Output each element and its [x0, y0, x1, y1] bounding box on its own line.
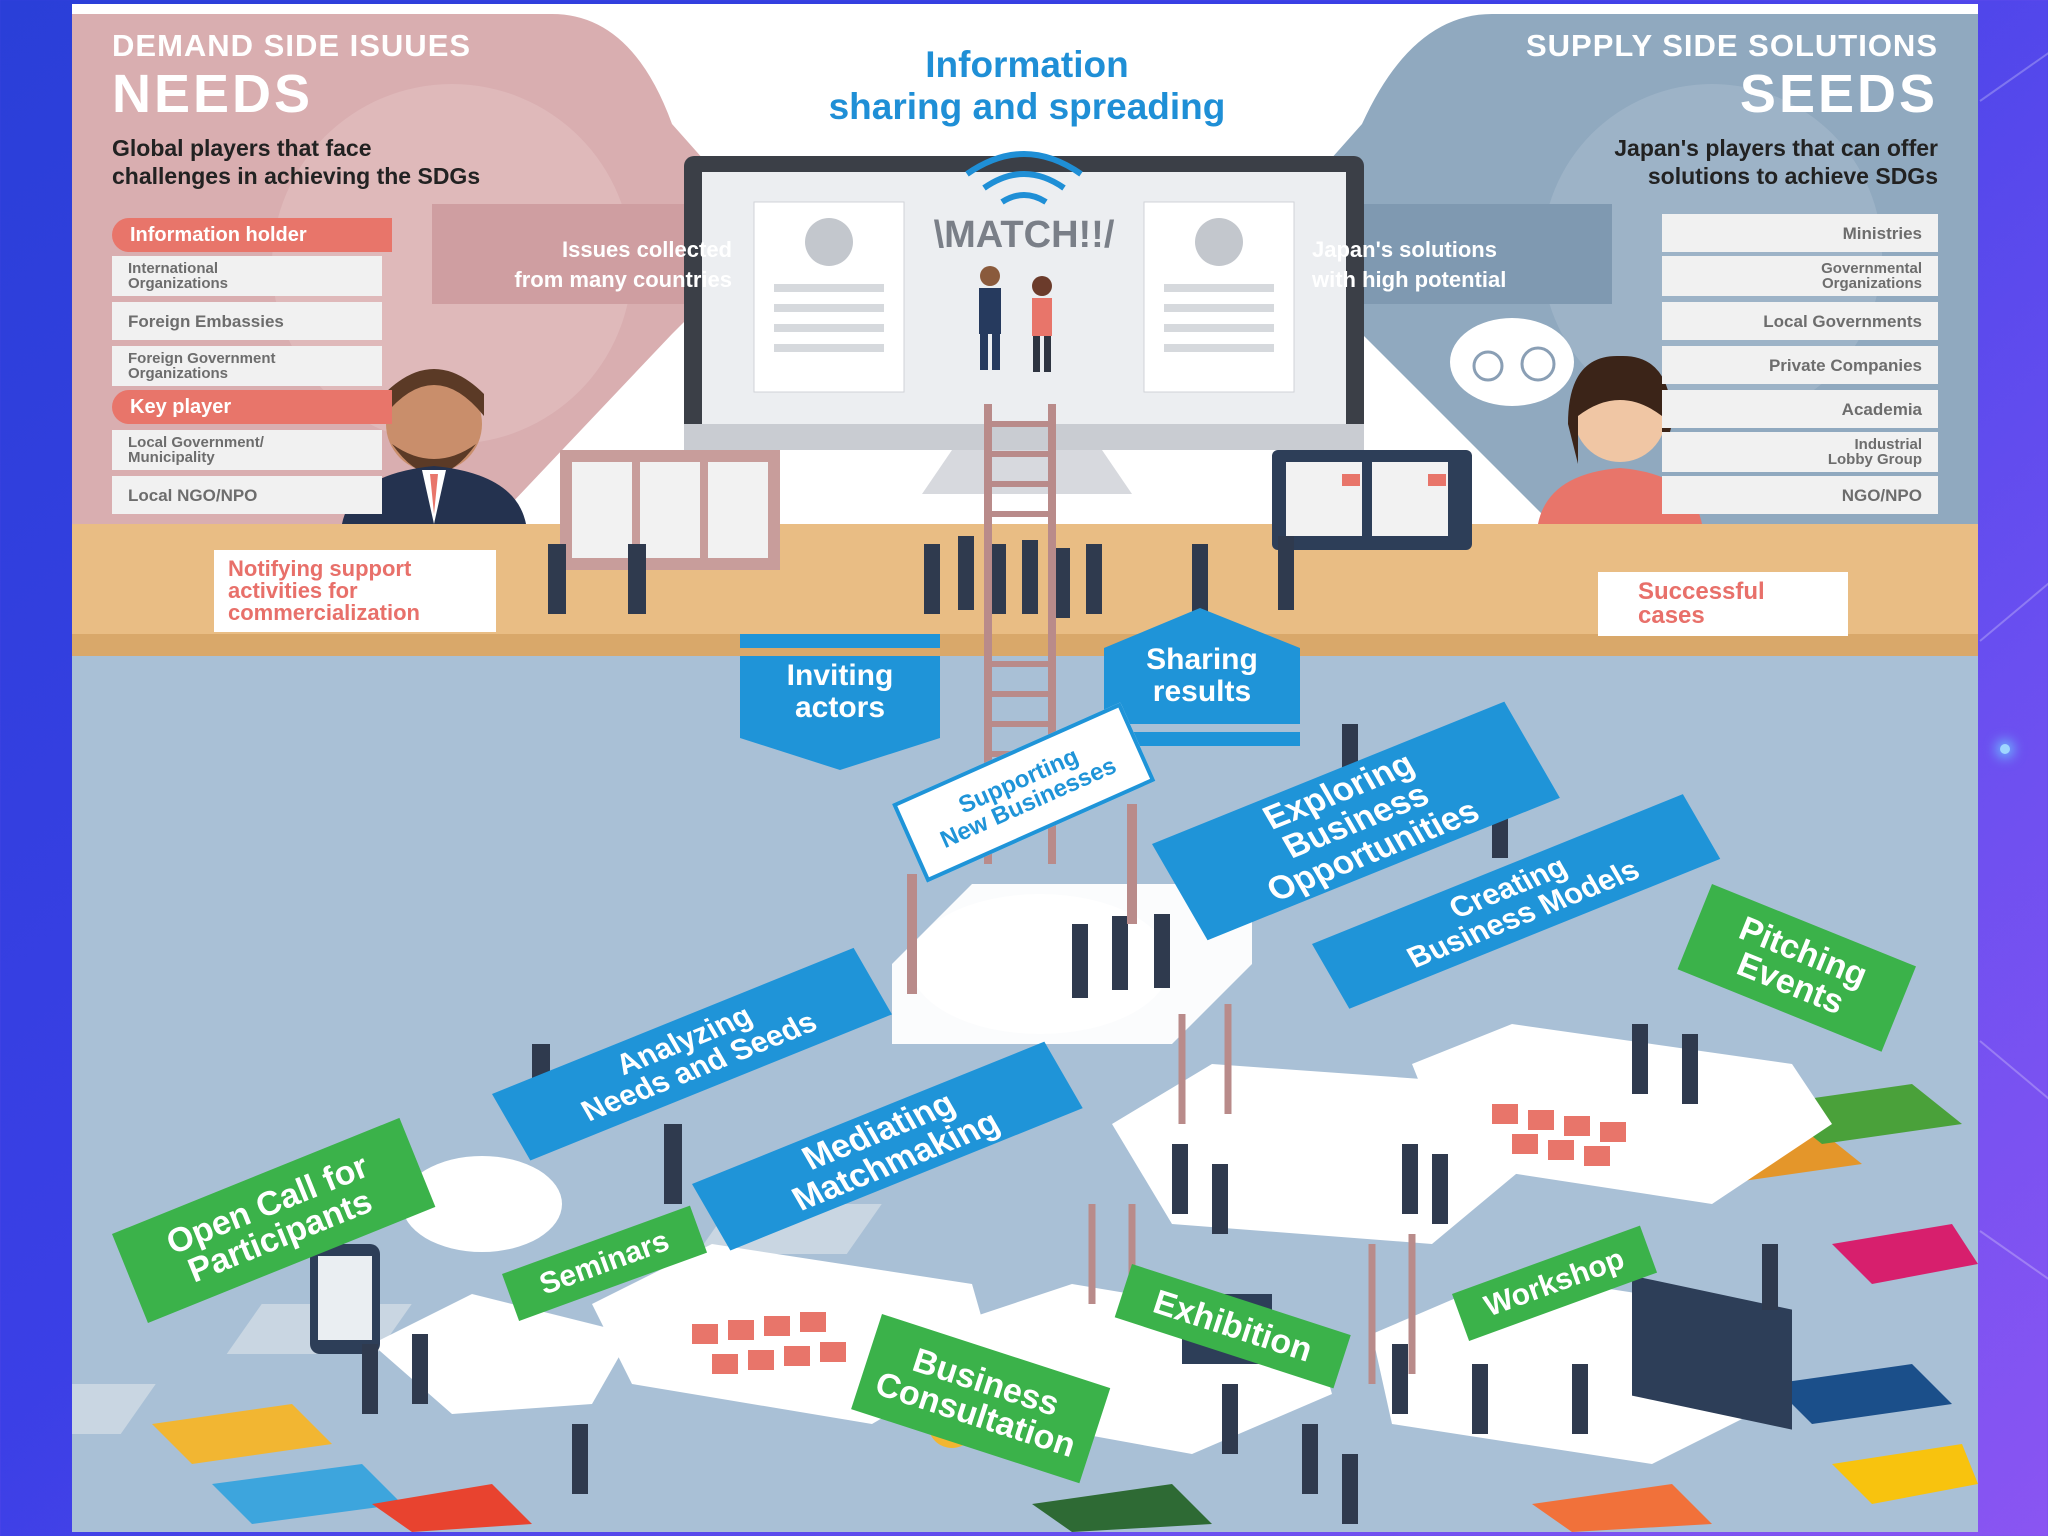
monitor-stand	[922, 450, 1132, 494]
infographic-scene	[72, 4, 1978, 1532]
platform-opencall	[372, 1294, 632, 1414]
seeds-description-line1: Japan's players that can offer	[1614, 135, 1938, 161]
thought-bubble	[1450, 318, 1574, 406]
seeds-player-item: Local Governments	[1662, 302, 1938, 340]
sdg-tile	[1832, 1224, 1978, 1284]
deco-line	[1979, 563, 2048, 642]
platform-pitching	[1412, 1024, 1832, 1204]
pitch-screen	[1632, 1275, 1792, 1430]
sdg-tile	[1532, 1484, 1712, 1532]
audience-chairs	[692, 1104, 1626, 1374]
sharing-bar	[1104, 732, 1300, 746]
inviting-bar	[740, 634, 940, 648]
sparkle-icon	[2000, 744, 2010, 754]
needs-description-line1: Global players that face	[112, 135, 372, 161]
cloud-icon	[402, 1156, 562, 1252]
deco-line	[1979, 1040, 2048, 1119]
seeds-player-item: NGO/NPO	[1662, 476, 1938, 514]
seeds-heading-big: SEEDS	[1739, 64, 1938, 124]
center-title-line2: sharing and spreading	[828, 86, 1226, 127]
seeds-player-item: Academia	[1662, 390, 1938, 428]
person-icon	[980, 266, 1000, 286]
sdg-tile	[372, 1484, 532, 1532]
match-text: \MATCH!!/	[933, 214, 1115, 256]
info-holder-tag: Information holder	[112, 218, 392, 252]
infographic-panel: DEMAND SIDE ISUUES NEEDS Global players …	[72, 4, 1978, 1532]
atom-icon	[1520, 346, 1556, 382]
sdg-tile	[1772, 1364, 1952, 1424]
deco-line	[1979, 1230, 2048, 1301]
sdg-tile	[1032, 1484, 1212, 1532]
sdg-tile	[152, 1404, 332, 1464]
sdg-tile	[212, 1464, 402, 1524]
key-player-tag: Key player	[112, 390, 392, 424]
platform-round	[910, 894, 1170, 1034]
inviting-arrow	[740, 656, 940, 770]
avatar-icon	[1195, 218, 1243, 266]
inviting-label: Inviting actors	[786, 659, 894, 724]
needs-heading-small: DEMAND SIDE ISUUES	[112, 28, 472, 63]
sdg-tile	[1832, 1444, 1978, 1504]
deco-line	[1979, 31, 2048, 102]
wifi-icon	[965, 151, 1083, 177]
needs-description-line2: challenges in achieving the SDGs	[112, 163, 481, 189]
needs-arrow-text-line2: from many countries	[514, 267, 732, 292]
crowd	[548, 536, 1294, 618]
seeds-description-line2: solutions to achieve SDGs	[1647, 163, 1938, 189]
flask-icon	[1472, 350, 1504, 382]
ladder	[1088, 1004, 1416, 1384]
info-holder-item: Foreign Embassies	[112, 302, 382, 340]
person-icon	[1032, 276, 1052, 296]
center-title-line1: Information	[925, 44, 1129, 85]
seeds-heading-small: SUPPLY SIDE SOLUTIONS	[1525, 28, 1938, 63]
needs-heading-big: NEEDS	[112, 64, 314, 124]
needs-arrow-text-line1: Issues collected	[562, 237, 732, 262]
sharing-arrow	[1104, 608, 1300, 724]
man-avatar-icon	[386, 376, 482, 472]
key-player-item: Local Government/Municipality	[112, 430, 382, 470]
key-player-item: Local NGO/NPO	[112, 476, 382, 514]
success-label: Successful cases	[1598, 572, 1848, 636]
people	[362, 724, 1778, 1524]
seeds-arrow-text-line2: with high potential	[1312, 267, 1507, 292]
avatar-icon	[805, 218, 853, 266]
seeds-arrow-text-line1: Japan's solutions	[1312, 237, 1497, 262]
seeds-player-item: Ministries	[1662, 214, 1938, 252]
seeds-player-item: Private Companies	[1662, 346, 1938, 384]
sharing-label: Sharing results	[1146, 643, 1258, 708]
monitor-bezel	[684, 424, 1364, 450]
notify-label: Notifying support activities for commerc…	[214, 550, 496, 632]
